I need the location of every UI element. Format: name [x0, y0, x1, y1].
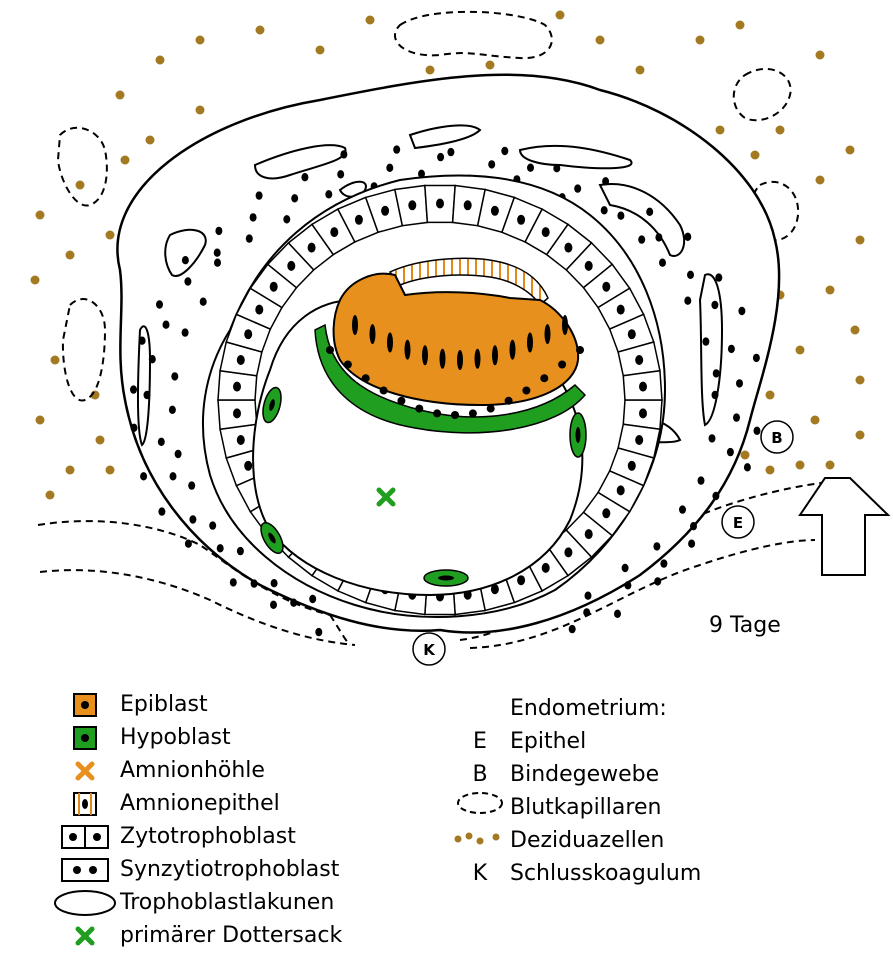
amnion-epithel-swatch-icon	[50, 792, 120, 816]
legend-item-amnion-epithel: Amnionepithel	[50, 787, 342, 820]
legend-label: Amnionhöhle	[120, 754, 265, 787]
legend-item-deziduazellen: Deziduazellen	[450, 824, 701, 857]
legend-label: Trophoblastlakunen	[120, 886, 334, 919]
label-b: B	[761, 421, 793, 453]
svg-text:E: E	[733, 514, 743, 532]
svg-text:B: B	[771, 429, 782, 447]
embryo-diagram: B E K 9 Tage	[0, 0, 893, 700]
epiblast-swatch-icon	[50, 693, 120, 717]
endometrium-heading: Endometrium:	[510, 692, 667, 725]
legend-label: Deziduazellen	[510, 824, 664, 857]
legend-item-amnion-cavity: Amnionhöhle	[50, 754, 342, 787]
legend-item-schlusskoagulum: K Schlusskoagulum	[450, 857, 701, 890]
legend-label: Synzytiotrophoblast	[120, 853, 339, 886]
legend-right: Endometrium: E Epithel B Bindegewebe Blu…	[450, 688, 701, 890]
legend-label: Schlusskoagulum	[510, 857, 701, 890]
legend-label: Bindegewebe	[510, 758, 659, 791]
svg-text:K: K	[423, 641, 436, 659]
legend-item-epithel: E Epithel	[450, 725, 701, 758]
lacuna-ellipse-icon	[50, 889, 120, 917]
implantation-arrow	[800, 478, 888, 575]
green-cross-icon	[50, 925, 120, 947]
legend-item-hypoblast: Hypoblast	[50, 721, 342, 754]
legend-label: Epiblast	[120, 688, 208, 721]
legend-item-trophoblastlakunen: Trophoblastlakunen	[50, 886, 342, 919]
legend-label: Hypoblast	[120, 721, 231, 754]
dashed-ellipse-icon	[450, 790, 510, 826]
label-k: K	[413, 633, 445, 665]
legend-key: K	[450, 857, 510, 890]
orange-cross-icon	[50, 760, 120, 782]
synzytiotrophoblast-swatch-icon	[50, 857, 120, 883]
legend-item-synzytiotrophoblast: Synzytiotrophoblast	[50, 853, 342, 886]
legend-item-zytotrophoblast: Zytotrophoblast	[50, 820, 342, 853]
legend-item-dottersack: primärer Dottersack	[50, 919, 342, 952]
legend-item-epiblast: Epiblast	[50, 688, 342, 721]
legend-label: Epithel	[510, 725, 586, 758]
stage-label: 9 Tage	[709, 613, 781, 638]
legend-item-blutkapillaren: Blutkapillaren	[450, 791, 701, 824]
legend-heading: Endometrium:	[450, 688, 701, 725]
legend-label: Zytotrophoblast	[120, 820, 296, 853]
legend-key: B	[450, 758, 510, 791]
hypoblast-swatch-icon	[50, 726, 120, 750]
legend-label: Blutkapillaren	[510, 791, 661, 824]
dots-icon	[450, 824, 510, 857]
label-e: E	[722, 506, 754, 538]
legend-label: primärer Dottersack	[120, 919, 342, 952]
legend-label: Amnionepithel	[120, 787, 280, 820]
zytotrophoblast-swatch-icon	[50, 824, 120, 850]
legend-item-bindegewebe: B Bindegewebe	[450, 758, 701, 791]
legend-key: E	[450, 725, 510, 758]
legend-left: Epiblast Hypoblast Amnionhöhle Amnionepi…	[50, 688, 342, 952]
